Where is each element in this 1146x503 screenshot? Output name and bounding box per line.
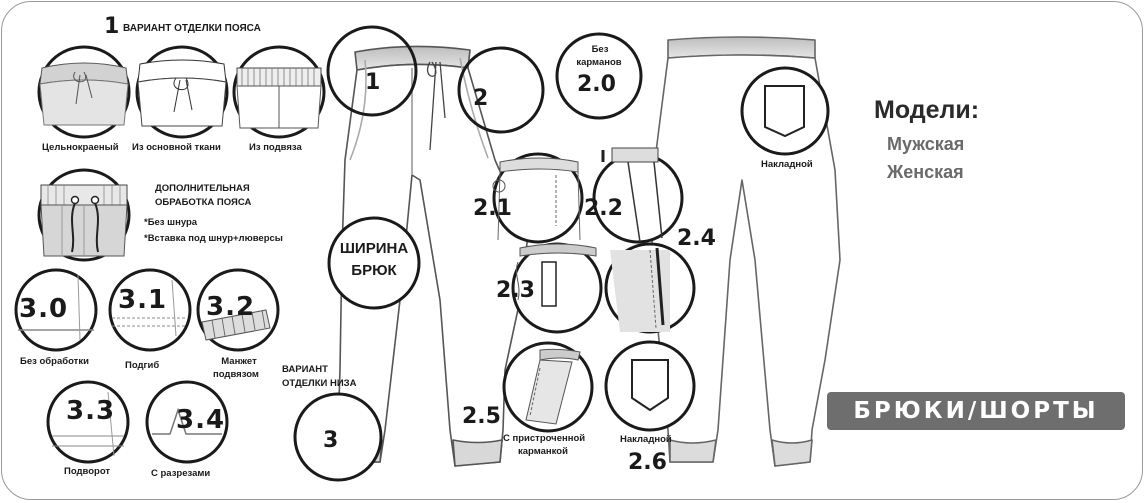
pocket-option-2-1[interactable]: [492, 152, 584, 244]
waist-section-title: ВАРИАНТ ОТДЕЛКИ ПОЯСА: [123, 23, 261, 34]
no-pockets-label-1: Без: [591, 44, 609, 55]
waist-label-seamless: Цельнокраеный: [42, 142, 119, 153]
waist-option-main-fabric[interactable]: [135, 45, 229, 139]
hem-option-3-1[interactable]: [108, 268, 192, 352]
extra-title-line2: ОБРАБОТКА ПОЯСА: [155, 197, 252, 208]
hem-label-cuff-1: Манжет: [221, 356, 257, 367]
hem-label-slits: С разрезами: [151, 468, 211, 479]
pocket-code-2-2: 2.2: [584, 196, 623, 221]
waist-option-rib[interactable]: [232, 45, 326, 139]
hem-code-3-3: 3.3: [66, 396, 116, 426]
waist-label-rib: Из подвяза: [249, 142, 302, 153]
model-male: Мужская: [887, 134, 965, 154]
width-label-1: ШИРИНА: [339, 240, 409, 257]
pocket-code-2-1: 2.1: [473, 196, 512, 221]
hem-label-turnup: Подворот: [64, 466, 111, 477]
waist-option-drawcord[interactable]: [37, 168, 131, 262]
pocket-code-2-4: 2.4: [677, 226, 716, 251]
waist-option-seamless[interactable]: [37, 45, 131, 139]
marker-2: 2: [473, 86, 489, 111]
product-badge: БРЮКИ/ШОРТЫ: [827, 392, 1125, 430]
section-number-1: 1: [104, 14, 120, 39]
marker-circles[interactable]: [293, 25, 643, 482]
hem-label-fold: Подгиб: [125, 360, 160, 371]
waist-label-main-fabric: Из основной ткани: [132, 142, 221, 153]
extra-note-2: *Вставка под шнур+люверсы: [144, 233, 283, 244]
width-label-2: БРЮК: [351, 262, 397, 279]
pocket-code-2-3: 2.3: [496, 278, 535, 303]
pocket-option-2-6[interactable]: [604, 340, 696, 432]
pocket-code-2-5: 2.5: [462, 404, 501, 429]
marker-1: 1: [365, 70, 381, 95]
back-pants-drawing: [649, 36, 841, 467]
back-patch-pocket-label: Накладной: [761, 159, 813, 170]
pocket-option-2-2[interactable]: [592, 147, 684, 244]
hem-title-line1: ВАРИАНТ: [282, 364, 328, 375]
hem-option-3-0[interactable]: [14, 268, 98, 352]
hem-code-3-0: 3.0: [19, 294, 69, 324]
hem-option-3-4[interactable]: [145, 380, 229, 464]
hem-code-3-2: 3.2: [206, 292, 256, 322]
no-pockets-label-2: карманов: [576, 57, 622, 68]
pocket-option-2-4[interactable]: [604, 242, 696, 334]
patch-pocket-label: Накладной: [620, 434, 672, 445]
model-female: Женская: [887, 162, 964, 182]
pocket-code-2-0: 2.0: [577, 72, 616, 97]
stitched-pocket-label-1: С пристроченной: [503, 433, 586, 444]
hem-title-line2: ОТДЕЛКИ НИЗА: [282, 378, 357, 389]
pocket-code-2-6: 2.6: [628, 450, 667, 475]
extra-title-line1: ДОПОЛНИТЕЛЬНАЯ: [155, 183, 250, 194]
hem-code-3-4: 3.4: [176, 405, 226, 435]
stitched-pocket-label-2: карманкой: [518, 446, 568, 457]
hem-option-3-2[interactable]: [196, 268, 280, 352]
hem-label-none: Без обработки: [20, 356, 89, 367]
marker-3: 3: [323, 428, 339, 453]
pocket-option-2-3[interactable]: [511, 242, 603, 334]
hem-label-cuff-2: подвязом: [213, 369, 259, 380]
back-patch-pocket[interactable]: [740, 66, 830, 156]
hem-code-3-1: 3.1: [118, 285, 168, 315]
models-title: Модели:: [874, 96, 980, 124]
pocket-option-2-5[interactable]: [502, 341, 594, 433]
extra-note-1: *Без шнура: [144, 217, 198, 228]
hem-option-3-3[interactable]: [46, 380, 130, 464]
